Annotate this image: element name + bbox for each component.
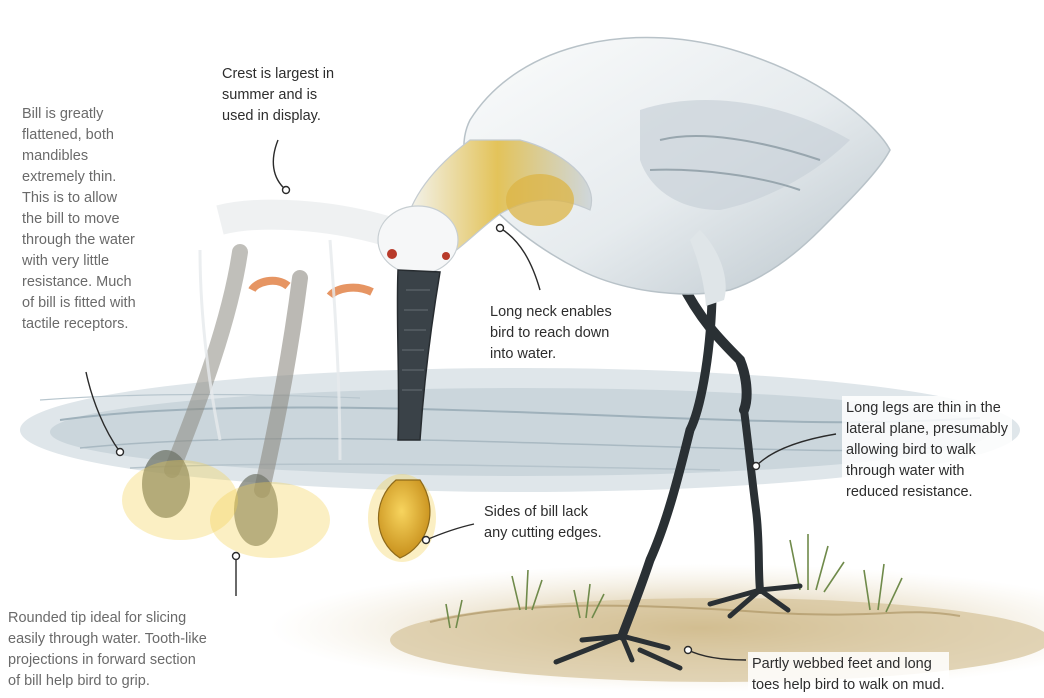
leader-crest <box>273 140 286 190</box>
annotation-bill-flattened: Bill is greatly flattened, both mandible… <box>22 104 136 335</box>
annotation-bill-tip: Rounded tip ideal for slicing easily thr… <box>8 608 207 692</box>
annotation-long-legs: Long legs are thin in the lateral plane,… <box>842 396 1012 505</box>
annotation-feet: Partly webbed feet and long toes help bi… <box>748 652 949 698</box>
annotation-bill-sides: Sides of bill lack any cutting edges. <box>480 500 606 546</box>
annotation-crest: Crest is largest in summer and is used i… <box>222 64 334 127</box>
annotation-long-neck: Long neck enables bird to reach down int… <box>486 300 616 367</box>
